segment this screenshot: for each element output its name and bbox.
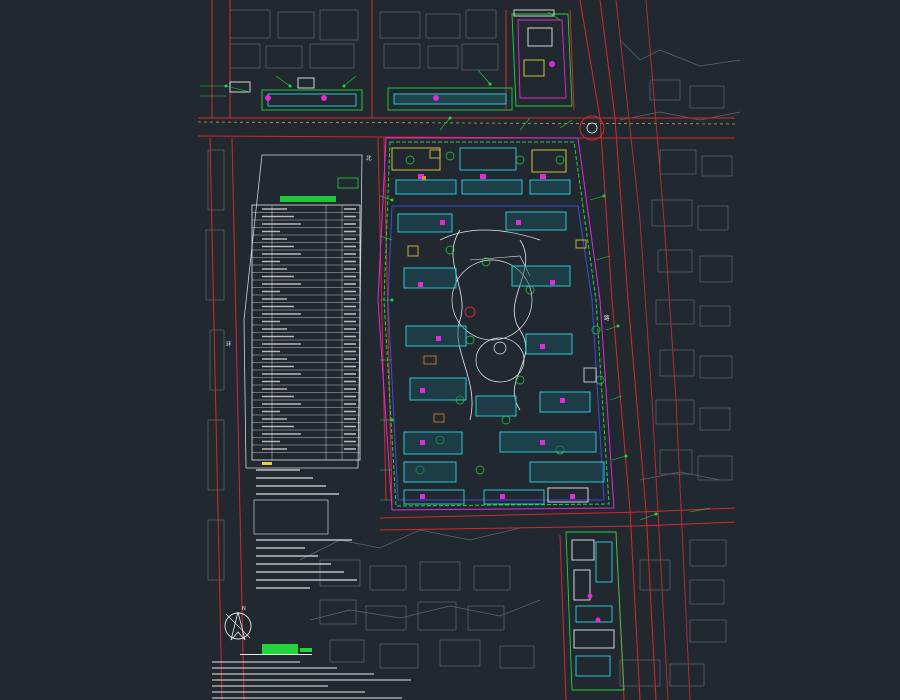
main-site — [377, 137, 615, 511]
green-annotations — [200, 11, 711, 521]
ancillary-structures — [407, 149, 597, 423]
street-labels: 北 路 环 — [226, 154, 610, 348]
entrance-markers — [418, 174, 575, 499]
south-annex — [565, 531, 625, 691]
surrounding-context — [205, 9, 741, 687]
north-east-plot — [511, 9, 573, 107]
drawing-title-bar — [240, 644, 312, 655]
north-strip-buildings — [229, 77, 513, 111]
north-arrow-label: N — [242, 606, 246, 612]
road-network — [197, 0, 736, 700]
residential-towers — [391, 147, 605, 505]
street-label-west: 环 — [226, 341, 232, 348]
bottom-notes — [212, 661, 411, 699]
west-plot-outline — [243, 154, 363, 469]
economic-indicator-table — [251, 196, 361, 461]
north-arrow: N — [224, 606, 252, 641]
roundabout — [579, 115, 605, 141]
notes-block — [253, 462, 357, 589]
annotation-dots — [224, 82, 658, 516]
street-label-north: 北 — [366, 154, 372, 162]
street-label-east: 路 — [604, 314, 610, 322]
